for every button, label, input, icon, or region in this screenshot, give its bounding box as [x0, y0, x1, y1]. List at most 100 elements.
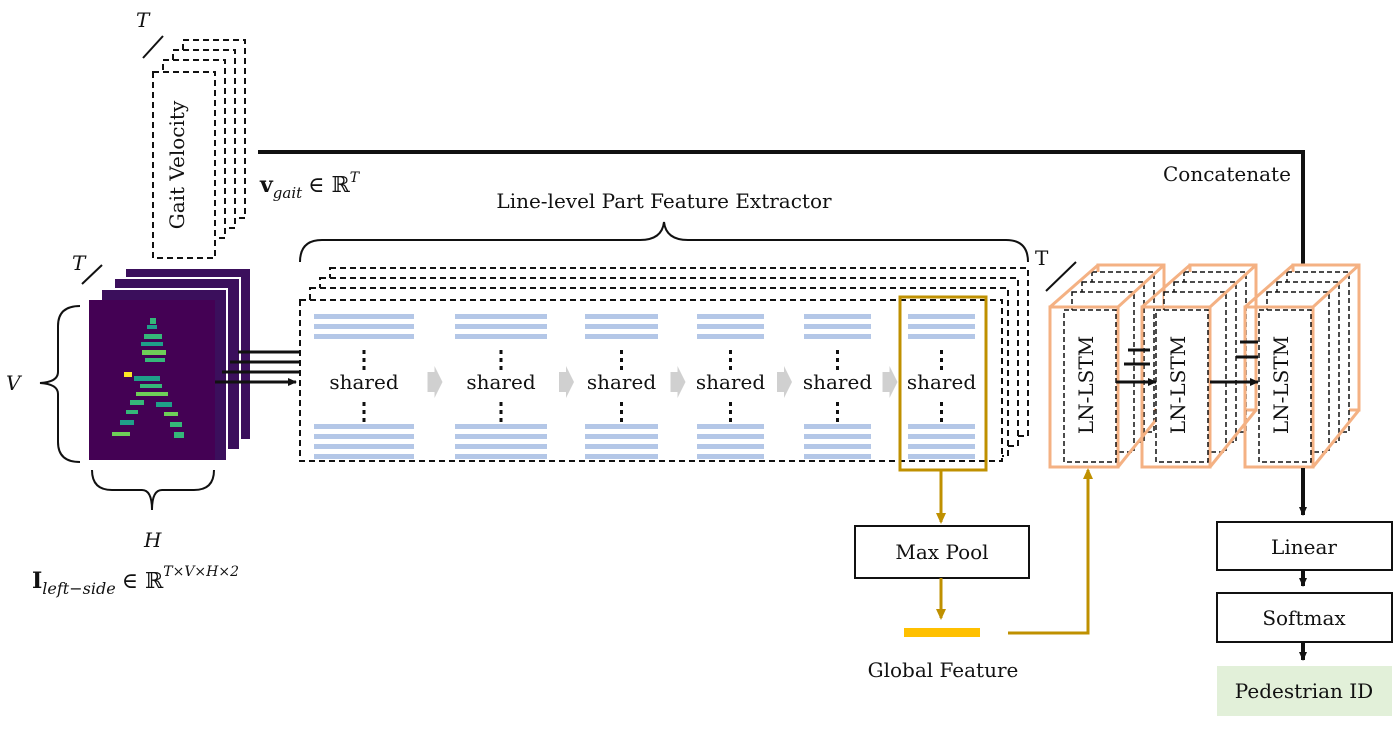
part-column: shared — [696, 314, 792, 459]
ellipsis-dot — [729, 350, 732, 354]
lstm-box-front — [1243, 305, 1315, 469]
shared-flow-arrow — [559, 366, 574, 398]
ellipsis-dot — [362, 350, 366, 354]
part-stripe — [908, 444, 975, 449]
part-stripe — [804, 334, 871, 339]
concatenate-label: Concatenate — [1163, 162, 1291, 186]
softmax-label: Softmax — [1262, 606, 1346, 630]
shared-flow-arrow — [882, 366, 898, 398]
gait-silhouette — [112, 318, 184, 438]
ellipsis-dot — [729, 418, 732, 422]
part-stripe — [314, 434, 414, 439]
linear-label: Linear — [1271, 535, 1337, 559]
part-column: shared — [803, 314, 898, 459]
gait-vector-formula: vgait∈ ℝT — [259, 170, 361, 202]
v-symbol: V — [6, 371, 23, 395]
ellipsis-dot — [499, 418, 503, 422]
ellipsis-dot — [620, 410, 623, 414]
part-stripe — [697, 314, 764, 319]
part-stripe — [804, 314, 871, 319]
ellipsis-dot — [362, 366, 366, 370]
global-feature-bar — [904, 628, 980, 637]
part-stripe — [804, 454, 871, 459]
part-stripe — [585, 454, 658, 459]
gait-T-tick — [142, 35, 164, 59]
ellipsis-dot — [836, 366, 839, 370]
part-stripe — [804, 434, 871, 439]
ellipsis-dot — [836, 418, 839, 422]
part-stripe — [908, 424, 975, 429]
pedestrian-id-box — [1217, 666, 1392, 716]
input-formula: Ileft−side∈ ℝT×V×H×2 — [32, 564, 239, 598]
gait-velocity-stack: Gait Velocity — [152, 39, 246, 259]
ellipsis-dot — [940, 350, 943, 354]
part-stripe — [804, 324, 871, 329]
ellipsis-dot — [620, 402, 623, 406]
part-stripe — [908, 314, 975, 319]
extractor-title: Line-level Part Feature Extractor — [496, 189, 832, 213]
part-column: shared — [585, 314, 686, 459]
part-column: shared — [907, 314, 976, 459]
shared-flow-arrow — [670, 366, 686, 398]
gait-velocity-label: Gait Velocity — [165, 100, 189, 229]
lstm-box-front — [1048, 305, 1120, 469]
ellipsis-dot — [620, 366, 623, 370]
part-stripe — [697, 424, 764, 429]
part-stripe — [908, 334, 975, 339]
lstm-interconnect-arrows — [1116, 340, 1259, 386]
part-stripe — [804, 444, 871, 449]
part-stripe — [697, 444, 764, 449]
part-stripe — [697, 324, 764, 329]
part-columns: shared shared shared shared shared shared — [314, 314, 976, 459]
extractor-T-symbol: T — [1035, 246, 1049, 270]
ellipsis-dot — [620, 418, 623, 422]
ellipsis-dot — [940, 418, 943, 422]
ellipsis-dot — [362, 410, 366, 414]
softmax-box — [1216, 592, 1393, 643]
shared-label: shared — [587, 370, 656, 394]
shared-flow-arrow — [777, 366, 792, 398]
extractor-stack — [299, 267, 1029, 462]
ellipsis-dot — [940, 366, 943, 370]
pedestrian-id-label: Pedestrian ID — [1235, 679, 1373, 703]
ellipsis-dot — [836, 358, 839, 362]
v-brace — [39, 305, 81, 463]
ellipsis-dot — [940, 358, 943, 362]
part-stripe — [697, 334, 764, 339]
ln-lstm-cell: LN-LSTM — [1048, 263, 1166, 469]
ellipsis-dot — [836, 350, 839, 354]
extractor-T-tick — [1045, 261, 1077, 292]
ellipsis-dot — [499, 350, 503, 354]
shared-label: shared — [466, 370, 535, 394]
ellipsis-dot — [940, 402, 943, 406]
shared-label: shared — [803, 370, 872, 394]
part-stripe — [314, 444, 414, 449]
ellipsis-dot — [499, 410, 503, 414]
global-to-lstm-connector — [1008, 468, 1093, 635]
ellipsis-dot — [729, 366, 732, 370]
input-T-symbol: T — [72, 251, 87, 275]
max-pool-label: Max Pool — [895, 540, 988, 564]
part-stripe — [804, 424, 871, 429]
part-column: shared — [314, 314, 443, 459]
input-to-extractor-arrows — [215, 350, 300, 386]
part-stripe — [585, 314, 658, 319]
shared-label: shared — [696, 370, 765, 394]
ellipsis-dot — [499, 366, 503, 370]
ellipsis-dot — [940, 410, 943, 414]
part-stripe — [455, 314, 547, 319]
input-T-tick — [81, 264, 103, 285]
ellipsis-dot — [729, 410, 732, 414]
linear-box — [1216, 521, 1393, 571]
part-stripe — [908, 434, 975, 439]
max-pool-box — [854, 525, 1030, 579]
part-stripe — [314, 424, 414, 429]
global-feature-label: Global Feature — [868, 658, 1019, 682]
ln-lstm-label: LN-LSTM — [1166, 336, 1190, 434]
shared-flow-arrow — [427, 366, 443, 398]
ellipsis-dot — [729, 402, 732, 406]
part-stripe — [314, 314, 414, 319]
ln-lstm-label: LN-LSTM — [1074, 336, 1098, 434]
concatenate-connector — [258, 150, 1307, 289]
part-column: shared — [455, 314, 574, 459]
